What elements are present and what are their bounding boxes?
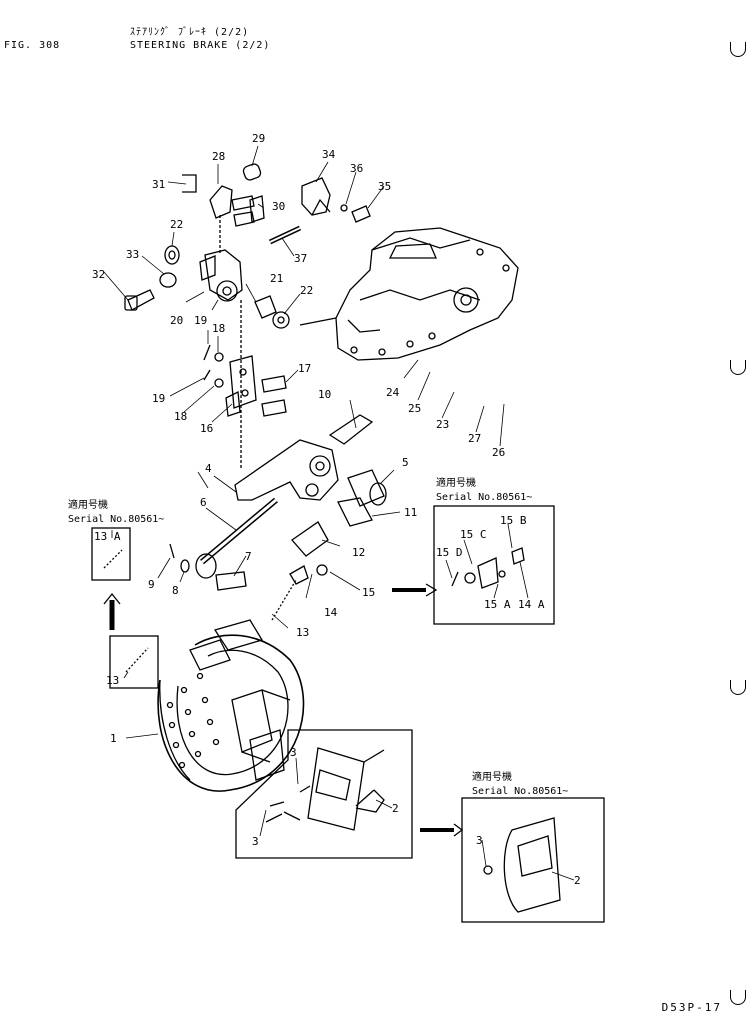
serial-label-left: Serial No.80561~ — [68, 514, 164, 525]
callout-2-variant: 2 — [574, 874, 581, 887]
callout-34: 34 — [322, 148, 336, 161]
leader-lines — [103, 145, 575, 881]
binder-hole-mark — [730, 990, 746, 1005]
binder-hole-mark — [730, 42, 746, 57]
callout-27: 27 — [468, 432, 481, 445]
callout-17: 17 — [298, 362, 311, 375]
callout-14: 14 — [324, 606, 338, 619]
callout-10: 10 — [318, 388, 331, 401]
callout-29: 29 — [252, 132, 265, 145]
callout-21: 21 — [270, 272, 283, 285]
callout-11: 11 — [404, 506, 417, 519]
serial-label-right: Serial No.80561~ — [436, 492, 532, 503]
callout-8: 8 — [172, 584, 179, 597]
callout-19-lower: 19 — [152, 392, 165, 405]
serial-variant-boxes — [91, 505, 605, 923]
callout-1: 1 — [110, 732, 117, 745]
callout-22-right: 22 — [300, 284, 313, 297]
upper-brake-linkage — [124, 163, 371, 329]
callout-25: 25 — [408, 402, 421, 415]
callout-16: 16 — [200, 422, 213, 435]
callout-6: 6 — [200, 496, 207, 509]
callout-33: 33 — [126, 248, 139, 261]
callout-22: 22 — [170, 218, 183, 231]
callout-20: 20 — [170, 314, 183, 327]
callout-26: 26 — [492, 446, 505, 459]
lining-inset — [235, 729, 413, 859]
callout-28: 28 — [212, 150, 225, 163]
callout-labels: 1 2 3 3 4 5 6 7 8 9 10 11 12 13 13 13 A … — [92, 132, 581, 887]
callout-37: 37 — [294, 252, 307, 265]
serial-heading-right: 適用号機 — [436, 476, 476, 489]
callout-13a: 13 A — [94, 530, 121, 543]
title-japanese: ｽﾃｱﾘﾝｸﾞ ﾌﾞﾚｰｷ (2/2) — [130, 27, 250, 38]
callout-15c: 15 C — [460, 528, 487, 541]
callout-13-inset: 13 — [106, 674, 119, 687]
page-code: D53P-17 — [661, 1001, 722, 1014]
steering-case-housing — [299, 227, 519, 361]
serial-notes: 適用号機 Serial No.80561~ 適用号機 Serial No.805… — [68, 476, 568, 797]
callout-15b: 15 B — [500, 514, 527, 527]
callout-12: 12 — [352, 546, 365, 559]
serial-label-bottom: Serial No.80561~ — [472, 786, 568, 797]
callout-9: 9 — [148, 578, 155, 591]
brake-band — [157, 619, 305, 792]
callout-14a: 14 A — [518, 598, 545, 611]
serial-heading-bottom: 適用号機 — [472, 770, 512, 783]
bracket-assembly — [203, 300, 287, 470]
callout-2: 2 — [392, 802, 399, 815]
callout-36: 36 — [350, 162, 363, 175]
binder-hole-mark — [730, 360, 746, 375]
callout-13: 13 — [296, 626, 309, 639]
callout-7: 7 — [245, 550, 252, 563]
callout-15: 15 — [362, 586, 375, 599]
serial-heading-left: 適用号機 — [68, 498, 108, 511]
callout-4: 4 — [205, 462, 212, 475]
callout-15d: 15 D — [436, 546, 463, 559]
callout-18: 18 — [212, 322, 225, 335]
callout-32: 32 — [92, 268, 105, 281]
callout-19: 19 — [194, 314, 207, 327]
figure-number: FIG. 308 — [4, 40, 61, 51]
binder-hole-mark — [730, 680, 746, 695]
callout-24: 24 — [386, 386, 400, 399]
callout-15a: 15 A — [484, 598, 511, 611]
title-english: STEERING BRAKE (2/2) — [130, 40, 271, 51]
callout-31: 31 — [152, 178, 165, 191]
callout-5: 5 — [402, 456, 409, 469]
callout-18-lower: 18 — [174, 410, 187, 423]
callout-3-variant: 3 — [476, 834, 483, 847]
callout-3-lower: 3 — [252, 835, 259, 848]
callout-35: 35 — [378, 180, 391, 193]
callout-23: 23 — [436, 418, 449, 431]
callout-30: 30 — [272, 200, 285, 213]
brake-lever-assembly — [169, 414, 387, 621]
callout-3: 3 — [290, 746, 297, 759]
